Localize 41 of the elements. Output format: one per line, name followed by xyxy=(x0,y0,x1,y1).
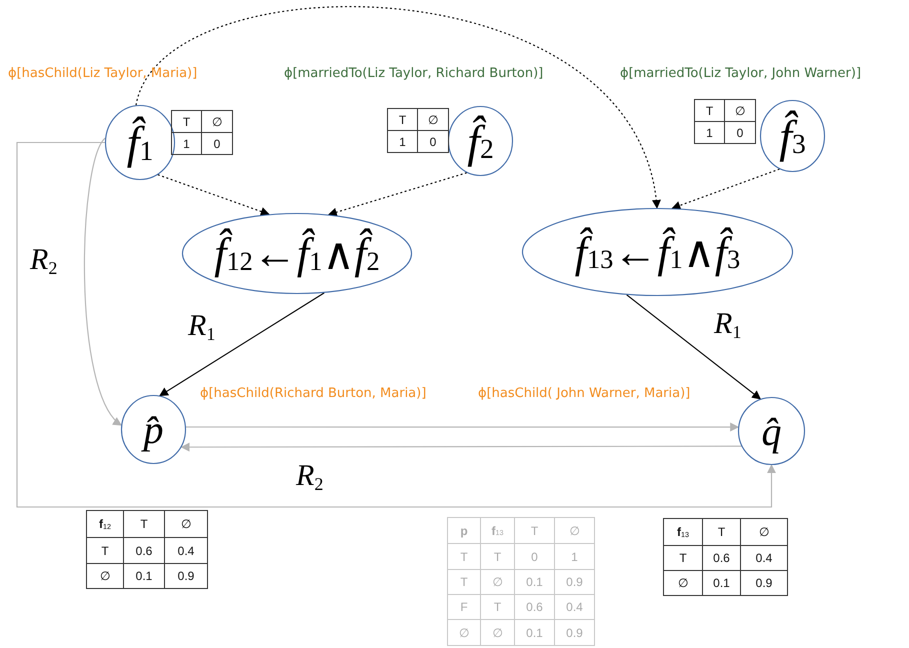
table-cell: 0 xyxy=(724,121,756,144)
formula-text: ϕ[hasChild( John Warner, Maria)] xyxy=(478,386,690,401)
arrow xyxy=(158,174,270,216)
table-cell: ∅ xyxy=(86,563,124,589)
arrow xyxy=(136,6,660,209)
formula-text: ϕ[marriedTo(Liz Taylor, Richard Burton)] xyxy=(284,66,544,81)
arrow xyxy=(84,138,122,426)
arrow xyxy=(180,442,742,452)
variable-circle: q̂ xyxy=(738,397,805,465)
table-cell: ∅ xyxy=(740,518,788,546)
table-cell: 0.9 xyxy=(164,563,208,589)
table-cell: T xyxy=(171,110,202,133)
table-cell: 0 xyxy=(201,132,233,155)
arrow xyxy=(328,172,467,217)
table-cell: f$_{13}$ xyxy=(663,518,703,546)
table-cell: T xyxy=(387,108,418,131)
table-cell: ∅ xyxy=(554,517,595,544)
formula-text: ϕ[hasChild(Liz Taylor, Maria)] xyxy=(8,66,198,81)
table-cell: 0.9 xyxy=(740,570,788,596)
table-cell: ∅ xyxy=(663,570,703,596)
table-cell: 1 xyxy=(694,121,725,144)
table-cell: ∅ xyxy=(164,510,208,538)
table-cell: T xyxy=(694,99,725,122)
formula-text: ϕ[hasChild(Richard Burton, Maria)] xyxy=(200,386,426,401)
table-cell: ∅ xyxy=(201,110,233,133)
table-cell: 1 xyxy=(387,130,418,153)
arrow xyxy=(671,168,780,210)
table-cell: 0 xyxy=(417,130,449,153)
arrow xyxy=(626,294,762,400)
formula-text: ϕ[marriedTo(Liz Taylor, John Warner)] xyxy=(620,66,862,81)
table-cell: p xyxy=(447,517,481,544)
arrow xyxy=(16,142,776,508)
table-cell: f$_{12}$ xyxy=(86,510,124,538)
arrow xyxy=(159,292,324,396)
table-cell: 0.9 xyxy=(554,619,595,646)
table-cell: ∅ xyxy=(447,619,481,646)
table-cell: 1 xyxy=(171,132,202,155)
table-cell: ∅ xyxy=(417,108,449,131)
variable-circle: p̂ xyxy=(121,395,186,464)
arrow xyxy=(186,422,740,432)
table-cell: ∅ xyxy=(724,99,756,122)
